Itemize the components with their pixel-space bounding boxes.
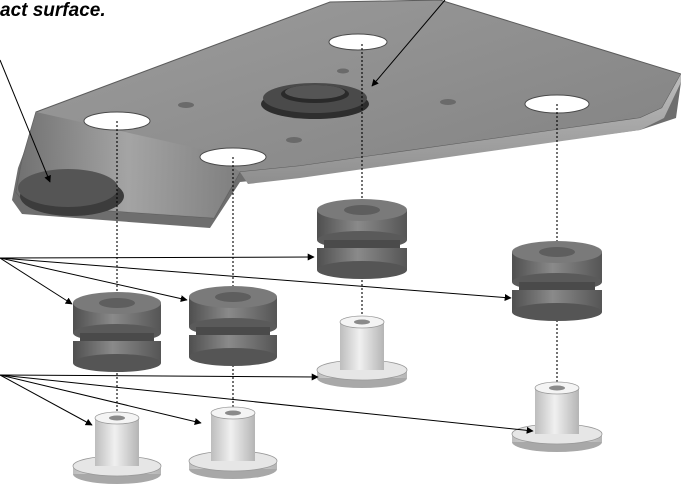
- leader-arrow: [0, 257, 73, 305]
- flanged-sleeve: [316, 315, 408, 388]
- mounting-plate: [12, 0, 681, 228]
- plate-dimple: [286, 137, 302, 143]
- plate-dimple: [440, 99, 456, 105]
- leader-arrow: [0, 374, 202, 425]
- leader-arrow: [0, 253, 315, 261]
- flanged-sleeve: [511, 381, 603, 452]
- caption: act surface.: [0, 0, 106, 21]
- leader-arrow: [371, 0, 446, 87]
- rubber-grommet: [512, 241, 602, 321]
- rubber-grommet: [317, 199, 407, 279]
- leader-arrow: [0, 374, 93, 426]
- flanged-sleeve: [72, 411, 162, 484]
- leader-arrow: [0, 59, 51, 183]
- rubber-grommet: [189, 286, 277, 366]
- installed-grommet: [261, 83, 369, 119]
- leader-arrow: [0, 257, 512, 301]
- leader-arrow: [0, 373, 319, 381]
- rubber-grommet: [73, 292, 161, 372]
- plate-dimple: [178, 102, 194, 108]
- leader-arrow: [0, 374, 534, 434]
- plate-hole: [328, 33, 388, 51]
- leader-arrow: [0, 257, 188, 303]
- plate-dimple: [337, 68, 349, 74]
- contact-surface-pad: [18, 169, 124, 216]
- flanged-sleeve: [188, 406, 278, 479]
